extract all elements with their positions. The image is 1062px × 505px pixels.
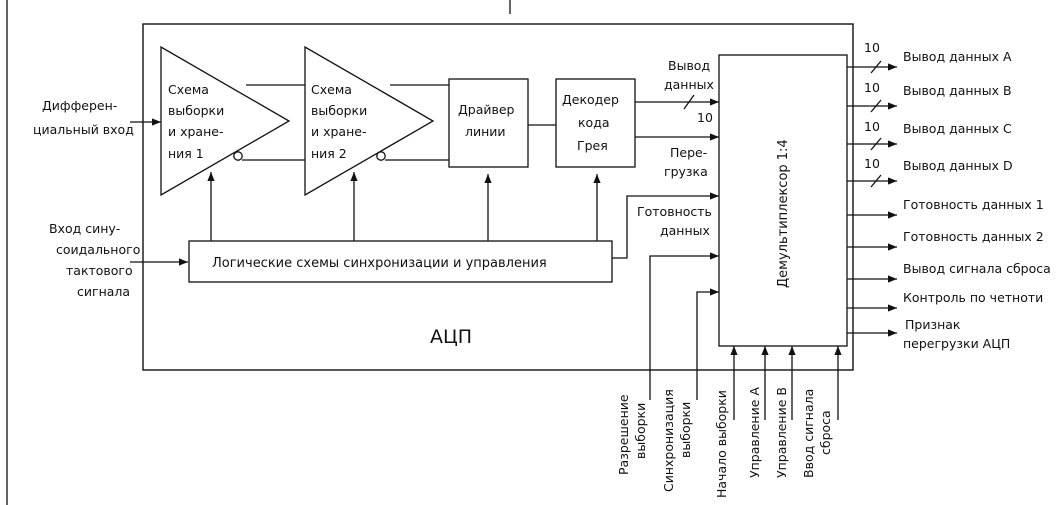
output-data-c-slash [870,137,882,151]
reset-in-label-1: Ввод сигнала [801,389,816,478]
overload-label-1: Пере- [670,145,707,160]
gray-decoder-box [555,78,636,168]
sample-hold-1-label-4: ния 1 [168,146,204,161]
sine-clock-label-4: сигнала [77,284,130,299]
reset-in-label-2: сброса [818,410,833,455]
output-data-c-label: Вывод данных C [903,121,1012,136]
data-out-label-1: Вывод [668,58,710,73]
parity-label: Контроль по четноти [903,290,1043,305]
output-data-a-slash [870,60,882,74]
differential-input: Дифферен- циальный вход [33,98,161,137]
output-data-d-label: Вывод данных D [903,158,1013,173]
sample-hold-1-label-2: выборки [168,103,224,118]
sine-clock-label-1: Вход сину- [49,221,120,236]
sample-sync-label-1: Синхронизация [661,389,676,492]
output-data-b-width: 10 [864,80,880,95]
sample-hold-2-triangle [304,45,435,197]
sample-hold-1-inverted-output [233,151,243,161]
gray-decoder-block: Декодер кода Грея [555,78,636,168]
differential-input-label-1: Дифферен- [42,98,117,113]
output-data-a: 10 Вывод данных A [847,40,1012,74]
data-ready-label-1: Готовность [637,204,712,219]
output-data-b-label: Вывод данных B [903,83,1012,98]
demux-block: Демультиплексор 1:4 [718,54,848,347]
output-data-b-slash [870,99,882,113]
sample-hold-2-label-3: и хране- [311,124,366,139]
gray-decoder-label-2: кода [578,115,610,130]
bus-width-label: 10 [697,110,713,125]
sample-sync-line [696,288,719,400]
sample-hold-1-triangle [160,45,291,197]
data-out-label-2: данных [664,77,714,92]
overload-label-2: грузка [664,164,708,179]
gray-decoder-label-3: Грея [577,138,608,153]
data-ready-label-2: данных [660,223,710,238]
differential-input-label-2: циальный вход [33,122,134,137]
line-driver-label-1: Драйвер [458,102,515,117]
output-data-b: 10 Вывод данных B [847,80,1012,113]
data-ready-arrow [612,192,719,259]
sample-enable-label-2: выборки [633,403,648,459]
sample-hold-2-label-2: выборки [311,103,367,118]
sample-hold-1-label-1: Схема [168,82,209,97]
control-a-label: Управление A [747,387,762,478]
output-data-c: 10 Вывод данных C [847,119,1012,151]
sample-hold-1-label-3: и хране- [168,124,223,139]
decoder-bus-slash [683,94,695,110]
adc-overload-label-2: перегрузки АЦП [903,336,1010,351]
sine-clock-label-2: соидального [56,242,140,257]
line-driver-box [448,78,529,168]
line-driver-label-2: линии [465,124,506,139]
bottom-labels: Разрешение выборки Синхронизация выборки… [616,387,833,498]
control-b-label: Управление B [774,387,789,478]
adc-label: АЦП [430,326,472,348]
sample-enable-line [649,252,719,400]
start-sample-label: Начало выборки [714,390,729,498]
sample-hold-1: Схема выборки и хране- ния 1 [160,45,291,197]
data-ready-1-label: Готовность данных 1 [903,197,1044,212]
sample-sync-label-2: выборки [678,402,693,458]
demux-label: Демультиплексор 1:4 [776,139,791,288]
gray-decoder-label-1: Декодер [562,92,619,107]
sine-clock-label-3: тактового [66,263,133,278]
sample-enable-label-1: Разрешение [616,394,631,475]
output-data-d: 10 Вывод данных D [847,156,1013,188]
demux-box [718,54,848,347]
sine-clock-input: Вход сину- соидального тактового сигнала [49,221,188,299]
sample-hold-2: Схема выборки и хране- ния 2 [304,45,435,197]
output-data-c-width: 10 [864,119,880,134]
line-driver-block: Драйвер линии [448,78,529,168]
sync-logic-label: Логические схемы синхронизации и управле… [212,256,547,271]
sync-logic-box [188,240,613,283]
data-ready-2-label: Готовность данных 2 [903,229,1044,244]
sample-hold-2-label-1: Схема [311,82,352,97]
output-data-a-label: Вывод данных A [903,49,1012,64]
sync-logic-block: Логические схемы синхронизации и управле… [188,240,613,283]
output-data-d-width: 10 [864,156,880,171]
sample-hold-2-inverted-output [376,151,386,161]
adc-overload-label-1: Признак [905,317,961,332]
output-data-a-width: 10 [864,40,880,55]
output-data-d-slash [870,174,882,188]
sample-hold-2-label-4: ния 2 [311,146,347,161]
reset-out-label: Вывод сигнала сброса [903,261,1051,276]
